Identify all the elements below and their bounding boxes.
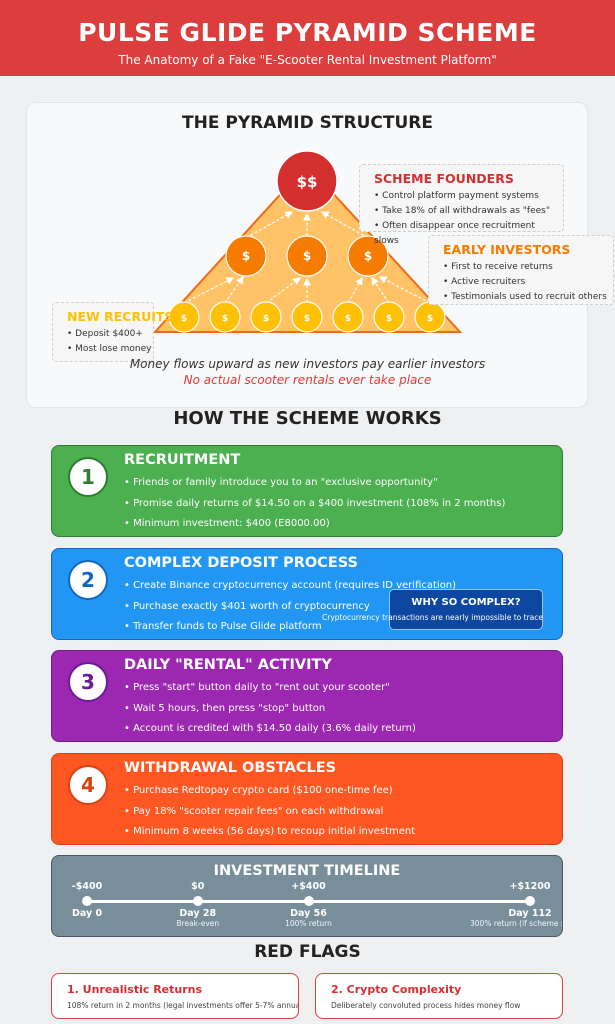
timeline-dot <box>82 896 92 906</box>
investor-node: $ <box>332 301 364 333</box>
svg-text:$: $ <box>181 314 187 324</box>
early-investors-note: EARLY INVESTORS First to receive returns… <box>428 235 614 305</box>
money-flow-arrows <box>183 211 431 304</box>
step-item: Wait 5 hours, then press "stop" button <box>124 699 562 720</box>
timeline-dot <box>192 896 203 906</box>
investor-node: $ <box>414 301 446 333</box>
step-item: Press "start" button daily to "rent out … <box>124 678 562 699</box>
svg-text:$: $ <box>222 314 228 324</box>
page-subtitle: The Anatomy of a Fake "E-Scooter Rental … <box>118 53 497 67</box>
step-item: Purchase Redtopay crypto card ($100 one-… <box>124 781 562 802</box>
how-title: HOW THE SCHEME WORKS <box>173 408 442 429</box>
step-card-3: 3 DAILY "RENTAL" ACTIVITY Press "start" b… <box>51 650 563 742</box>
callout-title: WHY SO COMPLEX? <box>411 597 521 608</box>
step-item: Create Binance cryptocurrency account (r… <box>124 576 562 597</box>
step-card-4: 4 WITHDRAWAL OBSTACLES Purchase Redtopay … <box>51 753 563 845</box>
timeline-sub: Break-even <box>176 919 220 928</box>
timeline-value: -$400 <box>71 881 103 892</box>
note-item: Control platform payment systems <box>374 189 555 204</box>
recruits-title: NEW RECRUITS <box>67 309 174 324</box>
svg-text:$: $ <box>303 249 311 263</box>
step-title: RECRUITMENT <box>124 452 241 468</box>
timeline-title: INVESTMENT TIMELINE <box>213 863 401 879</box>
step-number: 2 <box>68 560 108 600</box>
svg-text:$: $ <box>263 314 269 324</box>
timeline-day: Day 56 <box>290 908 327 919</box>
step-card-1: 1 RECRUITMENT Friends or family introduce… <box>51 445 563 537</box>
investor-node: $ <box>225 235 267 277</box>
note-item: Most lose money <box>67 342 151 357</box>
founders-title: SCHEME FOUNDERS <box>374 171 514 186</box>
note-item: Active recruiters <box>443 275 605 290</box>
svg-text:$: $ <box>304 314 310 324</box>
step-item: Friends or family introduce you to an "e… <box>124 473 562 494</box>
step-item: Account is credited with $14.50 daily (3… <box>124 719 562 740</box>
note-item: Take 18% of all withdrawals as "fees" <box>374 204 555 219</box>
note-item: Often disappear once recruitment slows <box>374 219 555 249</box>
timeline-value: +$400 <box>291 881 326 892</box>
investor-node: $ <box>168 301 200 333</box>
step-item: Transfer funds to Pulse Glide platform <box>124 617 562 638</box>
svg-text:$: $ <box>386 314 392 324</box>
early-title: EARLY INVESTORS <box>443 242 571 257</box>
timeline-value: $0 <box>191 881 205 892</box>
flag-title: 1. Unrealistic Returns <box>67 983 203 996</box>
svg-text:$: $ <box>345 314 351 324</box>
timeline-dot <box>525 896 535 906</box>
step-title: COMPLEX DEPOSIT PROCESS <box>124 555 358 571</box>
step-item: Promise daily returns of $14.50 on a $40… <box>124 494 562 515</box>
timeline-day: Day 0 <box>71 908 103 919</box>
timeline-day: Day 28 <box>179 908 217 919</box>
page-title: PULSE GLIDE PYRAMID SCHEME <box>78 18 537 47</box>
step-item: Minimum investment: $400 (E8000.00) <box>124 514 562 535</box>
red-flags-title: RED FLAGS <box>254 942 361 962</box>
red-flag-card: 1. Unrealistic Returns 108% return in 2 m… <box>51 973 299 1019</box>
step-item: Pay 18% "scooter repair fees" on each wi… <box>124 802 562 823</box>
svg-text:$: $ <box>242 249 250 263</box>
step-item: Purchase exactly $401 worth of cryptocur… <box>124 597 562 618</box>
why-complex-callout: WHY SO COMPLEX? <box>389 589 543 630</box>
svg-text:$: $ <box>364 249 372 263</box>
investor-node: $ <box>250 301 282 333</box>
note-item: Testimonials used to recruit others <box>443 290 607 305</box>
pyramid-title: THE PYRAMID STRUCTURE <box>182 113 433 133</box>
timeline-value: +$1200 <box>509 881 551 892</box>
timeline-sub: 300% return (if scheme survives) <box>470 919 562 928</box>
step-title: WITHDRAWAL OBSTACLES <box>124 760 337 776</box>
founder-node: $$ <box>276 150 338 212</box>
flag-text: Deliberately convoluted process hides mo… <box>331 1001 521 1010</box>
investor-node: $ <box>286 235 328 277</box>
pyramid-diagram: $$ $$$$$$$$$$ <box>152 150 463 333</box>
pyramid-caption: Money flows upward as new investors pay … <box>129 357 486 371</box>
investor-node: $ <box>373 301 405 333</box>
step-item: Minimum 8 weeks (56 days) to recoup init… <box>124 822 562 843</box>
callout-text: Cryptocurrency transactions are nearly i… <box>322 613 543 622</box>
investor-node: $ <box>209 301 241 333</box>
timeline-dot <box>303 896 314 906</box>
step-number: 4 <box>68 765 108 805</box>
note-item: Deposit $400+ <box>67 327 145 342</box>
flag-text: 108% return in 2 months (legal investmen… <box>67 1001 299 1010</box>
timeline-sub: 100% return <box>285 919 332 928</box>
note-item: First to receive returns <box>443 260 605 275</box>
header: PULSE GLIDE PYRAMID SCHEME The Anatomy o… <box>0 0 615 76</box>
timeline-day: Day 112 <box>508 908 552 919</box>
svg-text:$$: $$ <box>297 173 318 191</box>
step-title: DAILY "RENTAL" ACTIVITY <box>124 657 332 673</box>
step-number: 1 <box>68 457 108 497</box>
step-number: 3 <box>68 662 108 702</box>
founders-note: SCHEME FOUNDERS Control platform payment… <box>359 164 564 246</box>
svg-text:$: $ <box>427 314 433 324</box>
new-recruits-note: NEW RECRUITS Deposit $400+Most lose mone… <box>52 302 174 362</box>
pyramid-warning: No actual scooter rentals ever take plac… <box>183 373 432 387</box>
flag-title: 2. Crypto Complexity <box>331 983 462 996</box>
investor-node: $ <box>291 301 323 333</box>
